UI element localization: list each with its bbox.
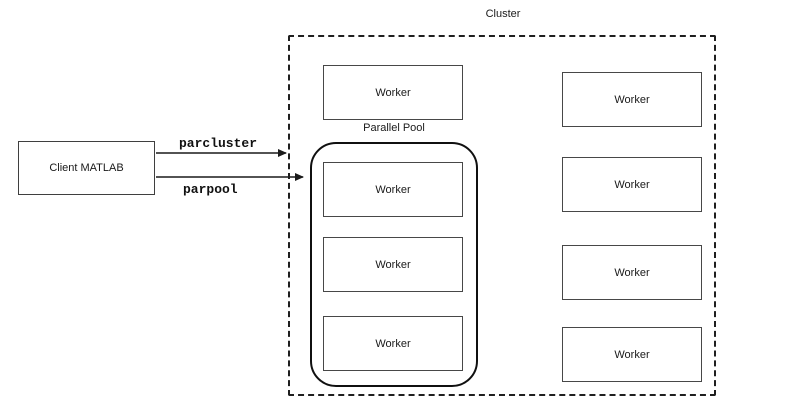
cluster-boundary — [288, 35, 716, 396]
worker-box-cluster-top: Worker — [323, 65, 463, 120]
worker-box-pool-1: Worker — [323, 162, 463, 217]
worker-box-right-4: Worker — [562, 327, 702, 382]
worker-box-right-1: Worker — [562, 72, 702, 127]
parcluster-arrow-label: parcluster — [179, 136, 258, 151]
worker-box-pool-3: Worker — [323, 316, 463, 371]
parallel-pool-label: Parallel Pool — [363, 122, 425, 134]
worker-box-pool-2: Worker — [323, 237, 463, 292]
parpool-arrow-label: parpool — [183, 182, 238, 197]
worker-box-right-3: Worker — [562, 245, 702, 300]
client-matlab-box: Client MATLAB — [18, 141, 155, 195]
worker-box-right-2: Worker — [562, 157, 702, 212]
cluster-label: Cluster — [485, 8, 521, 20]
